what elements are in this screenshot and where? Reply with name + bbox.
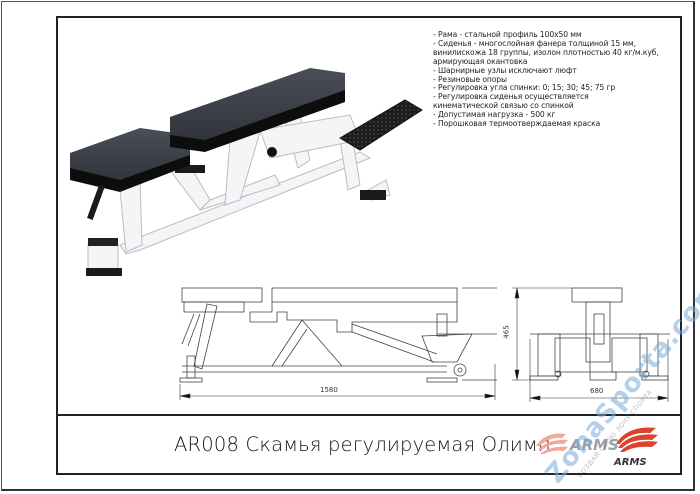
width-dimension-label: 680: [590, 387, 604, 395]
title-block-divider: [56, 414, 682, 416]
length-dimension-label: 1580: [320, 386, 338, 394]
spec-line: - Рама - стальной профиль 100х50 мм: [433, 30, 582, 39]
back-pad: [170, 68, 345, 152]
product-title: AR008 Скамья регулируемая Олимп: [174, 433, 551, 456]
seat-pad: [70, 128, 190, 192]
spec-line: - Регулировка угла спинки: 0; 15; 30; 45…: [433, 83, 616, 93]
arms-logo-icon: ARMS ARMS: [536, 427, 658, 468]
logo-text-small: ARMS: [613, 457, 647, 468]
spec-line: - Сиденья - многослойная фанера толщиной…: [433, 38, 636, 48]
front-view-drawing: [512, 287, 670, 402]
spec-line: - Шарнирные узлы исключают люфт: [433, 65, 577, 75]
spec-line: - Регулировка сиденья осуществляется: [433, 92, 589, 102]
spec-line: - Допустимая нагрузка - 500 кг: [433, 110, 556, 120]
specifications-list: - Рама - стальной профиль 100х50 мм - Си…: [433, 30, 683, 129]
spec-line: кинематической связью со спинкой: [433, 101, 574, 111]
spec-line: винилискожа 18 группы, изолон плотностью…: [433, 47, 659, 57]
foot-plate: [339, 99, 423, 151]
spec-line: - Резиновые опоры: [433, 74, 507, 84]
side-view-drawing: [179, 287, 497, 400]
spec-line: - Порошковая термоотверждаемая краска: [433, 119, 601, 129]
drawing-frame: [56, 16, 682, 475]
logo-text-large: ARMS: [569, 436, 619, 454]
height-dimension-label: 465: [502, 325, 511, 339]
bench-render-image: [70, 68, 423, 276]
spec-line: армирующая окантовка: [433, 56, 528, 66]
